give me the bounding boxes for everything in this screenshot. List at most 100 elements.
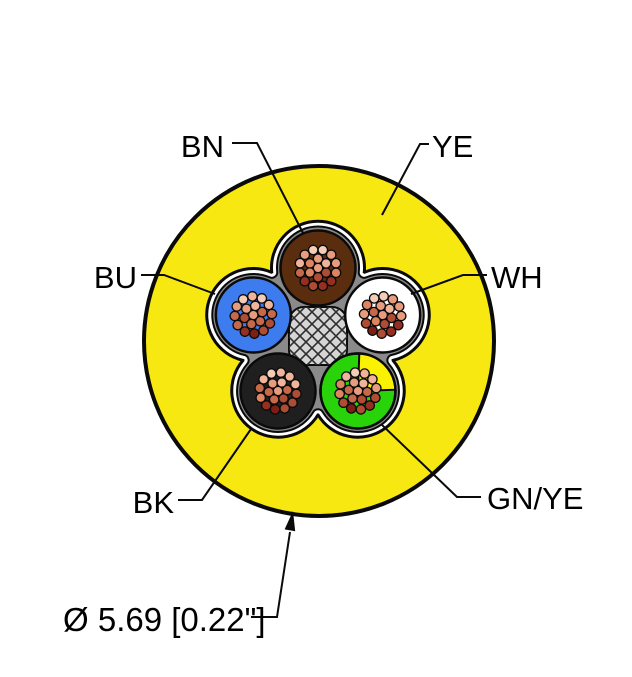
strand <box>387 294 399 305</box>
strand <box>269 404 281 415</box>
strand <box>361 386 373 398</box>
strand <box>361 299 373 311</box>
conductor-bk <box>239 352 317 430</box>
strand <box>239 326 251 337</box>
strand <box>367 325 378 336</box>
conductor-gnye <box>319 352 397 430</box>
strand <box>358 378 369 389</box>
strand <box>378 291 389 302</box>
strand <box>254 315 266 327</box>
diameter-arrowhead-icon <box>284 511 296 532</box>
strand <box>294 267 306 279</box>
strand <box>364 400 376 411</box>
label-bn: BN <box>181 129 224 164</box>
strand <box>393 301 405 312</box>
conductor-bu <box>214 276 293 354</box>
strand <box>248 328 260 339</box>
strand <box>317 244 329 256</box>
strand <box>338 397 349 409</box>
strand <box>395 310 407 322</box>
strand <box>370 315 382 327</box>
strand <box>325 249 337 261</box>
strand <box>229 310 241 322</box>
strand <box>232 319 244 331</box>
strand <box>294 257 306 269</box>
strand <box>343 384 355 396</box>
strand <box>370 382 382 394</box>
strand <box>263 386 275 398</box>
strand <box>284 371 296 382</box>
strand <box>299 275 311 287</box>
strand <box>254 382 266 394</box>
strand <box>281 384 293 396</box>
strand <box>279 403 291 414</box>
strand <box>330 257 342 269</box>
strand <box>320 258 332 269</box>
strand <box>307 280 319 292</box>
strand <box>247 291 258 302</box>
strand <box>334 388 345 400</box>
diameter-annotation: Ø 5.69 [0.22"] <box>63 601 266 638</box>
strand <box>275 367 287 378</box>
strand <box>266 308 278 320</box>
strand <box>241 303 252 315</box>
strand <box>358 308 370 320</box>
label-ye: YE <box>432 129 473 164</box>
strand <box>349 367 361 378</box>
label-bu: BU <box>94 260 137 295</box>
strand <box>376 328 388 339</box>
strand <box>258 325 269 336</box>
strand <box>330 267 342 279</box>
leader-wh <box>410 274 487 295</box>
strand <box>369 392 381 404</box>
strand <box>379 318 390 330</box>
strand <box>287 397 298 409</box>
strand <box>256 293 268 304</box>
strand <box>317 280 329 292</box>
bn-strands <box>294 244 342 292</box>
strand <box>312 271 324 283</box>
leader-bk <box>178 428 252 501</box>
leader-gnye <box>380 423 481 498</box>
strand <box>345 403 357 414</box>
strand <box>392 319 404 331</box>
label-bk: BK <box>133 485 175 520</box>
leader-bu <box>141 274 216 295</box>
strand <box>355 404 367 415</box>
strand <box>255 392 267 404</box>
bu-strands <box>229 291 278 339</box>
strand <box>304 258 316 269</box>
strand <box>299 249 311 261</box>
conductor-wh <box>343 276 422 354</box>
strand <box>291 388 302 400</box>
strand <box>347 393 358 404</box>
strand <box>320 267 332 278</box>
strand <box>237 294 249 305</box>
strand <box>266 368 277 379</box>
strand <box>360 318 372 329</box>
strand <box>384 303 395 315</box>
strand <box>335 378 346 390</box>
strand <box>312 253 324 265</box>
label-wh: WH <box>491 260 543 295</box>
strand <box>260 400 272 411</box>
conductors-layer <box>214 229 422 430</box>
strand <box>367 373 378 385</box>
strand <box>385 326 397 337</box>
center-filler-layer <box>288 306 348 366</box>
strand <box>263 299 275 311</box>
label-gnye: GN/YE <box>487 481 583 516</box>
leader-ye <box>381 143 429 216</box>
bk-strands <box>254 367 302 415</box>
strand <box>290 378 301 390</box>
strand <box>264 318 276 329</box>
gnye-strands <box>334 367 382 415</box>
strand <box>249 300 261 312</box>
leader-lines-layer <box>141 142 487 618</box>
conductor-rim-gnye <box>319 352 397 430</box>
wh-strands <box>358 291 407 339</box>
strand <box>325 275 337 287</box>
leader-bn <box>232 142 304 234</box>
